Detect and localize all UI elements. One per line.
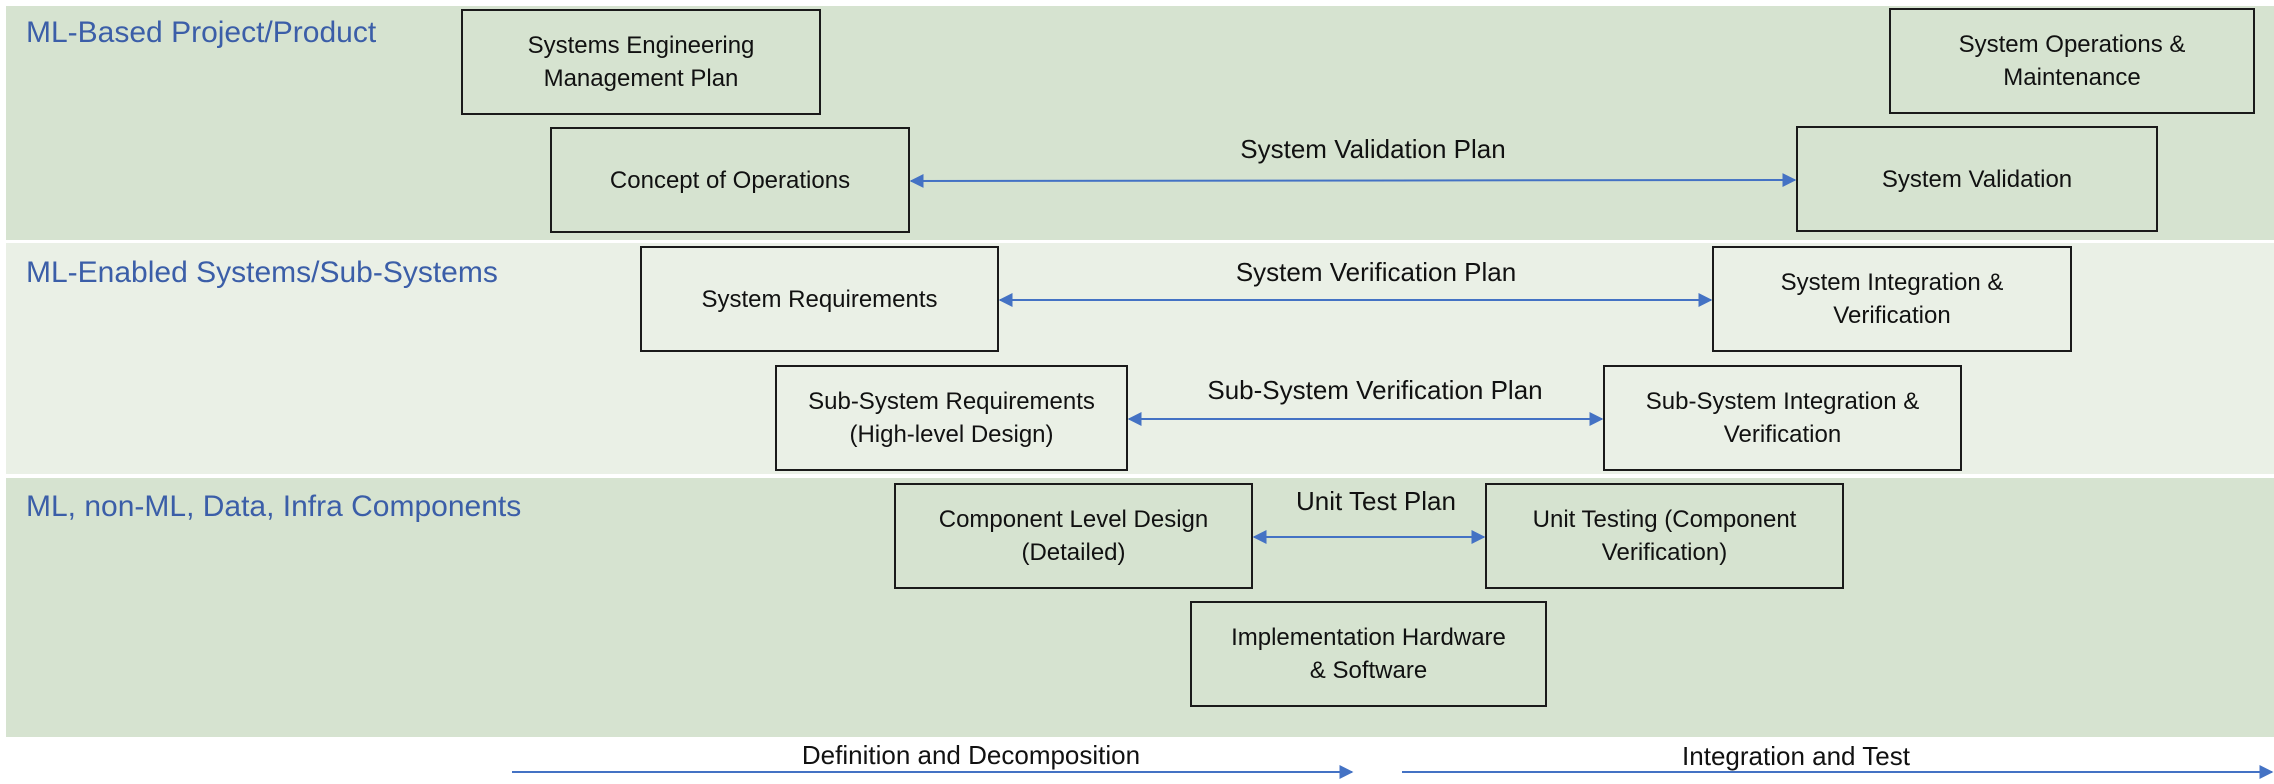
system-validation-box: System Validation [1796,126,2158,232]
band-label-project: ML-Based Project/Product [26,16,377,49]
ops-maintenance-box: System Operations & Maintenance [1889,8,2255,114]
unit-test-plan-label: Unit Test Plan [1296,486,1456,516]
implementation-box: Implementation Hardware & Software [1190,601,1547,707]
band-project [6,6,2274,240]
band-systems [6,243,2274,474]
subsystem-requirements-box: Sub-System Requirements (High-level Desi… [775,365,1128,471]
subsystem-verification-plan-label: Sub-System Verification Plan [1207,375,1543,405]
validation-plan-label: System Validation Plan [1240,134,1506,164]
band-label-components: ML, non-ML, Data, Infra Components [26,490,522,523]
concept-of-operations-box: Concept of Operations [550,127,910,233]
verification-plan-label: System Verification Plan [1235,257,1517,287]
subsystem-integration-box: Sub-System Integration & Verification [1603,365,1962,471]
unit-testing-box: Unit Testing (Component Verification) [1485,483,1844,589]
band-label-systems: ML-Enabled Systems/Sub-Systems [26,256,498,289]
band-components [6,478,2274,737]
definition-flow-label: Definition and Decomposition [801,740,1141,770]
component-design-box: Component Level Design (Detailed) [894,483,1253,589]
validation-arrow [909,173,1797,188]
system-integration-box: System Integration & Verification [1712,246,2072,352]
semp-box: Systems Engineering Management Plan [461,9,821,115]
integration-flow-label: Integration and Test [1682,741,1910,771]
system-requirements-box: System Requirements [640,246,999,352]
